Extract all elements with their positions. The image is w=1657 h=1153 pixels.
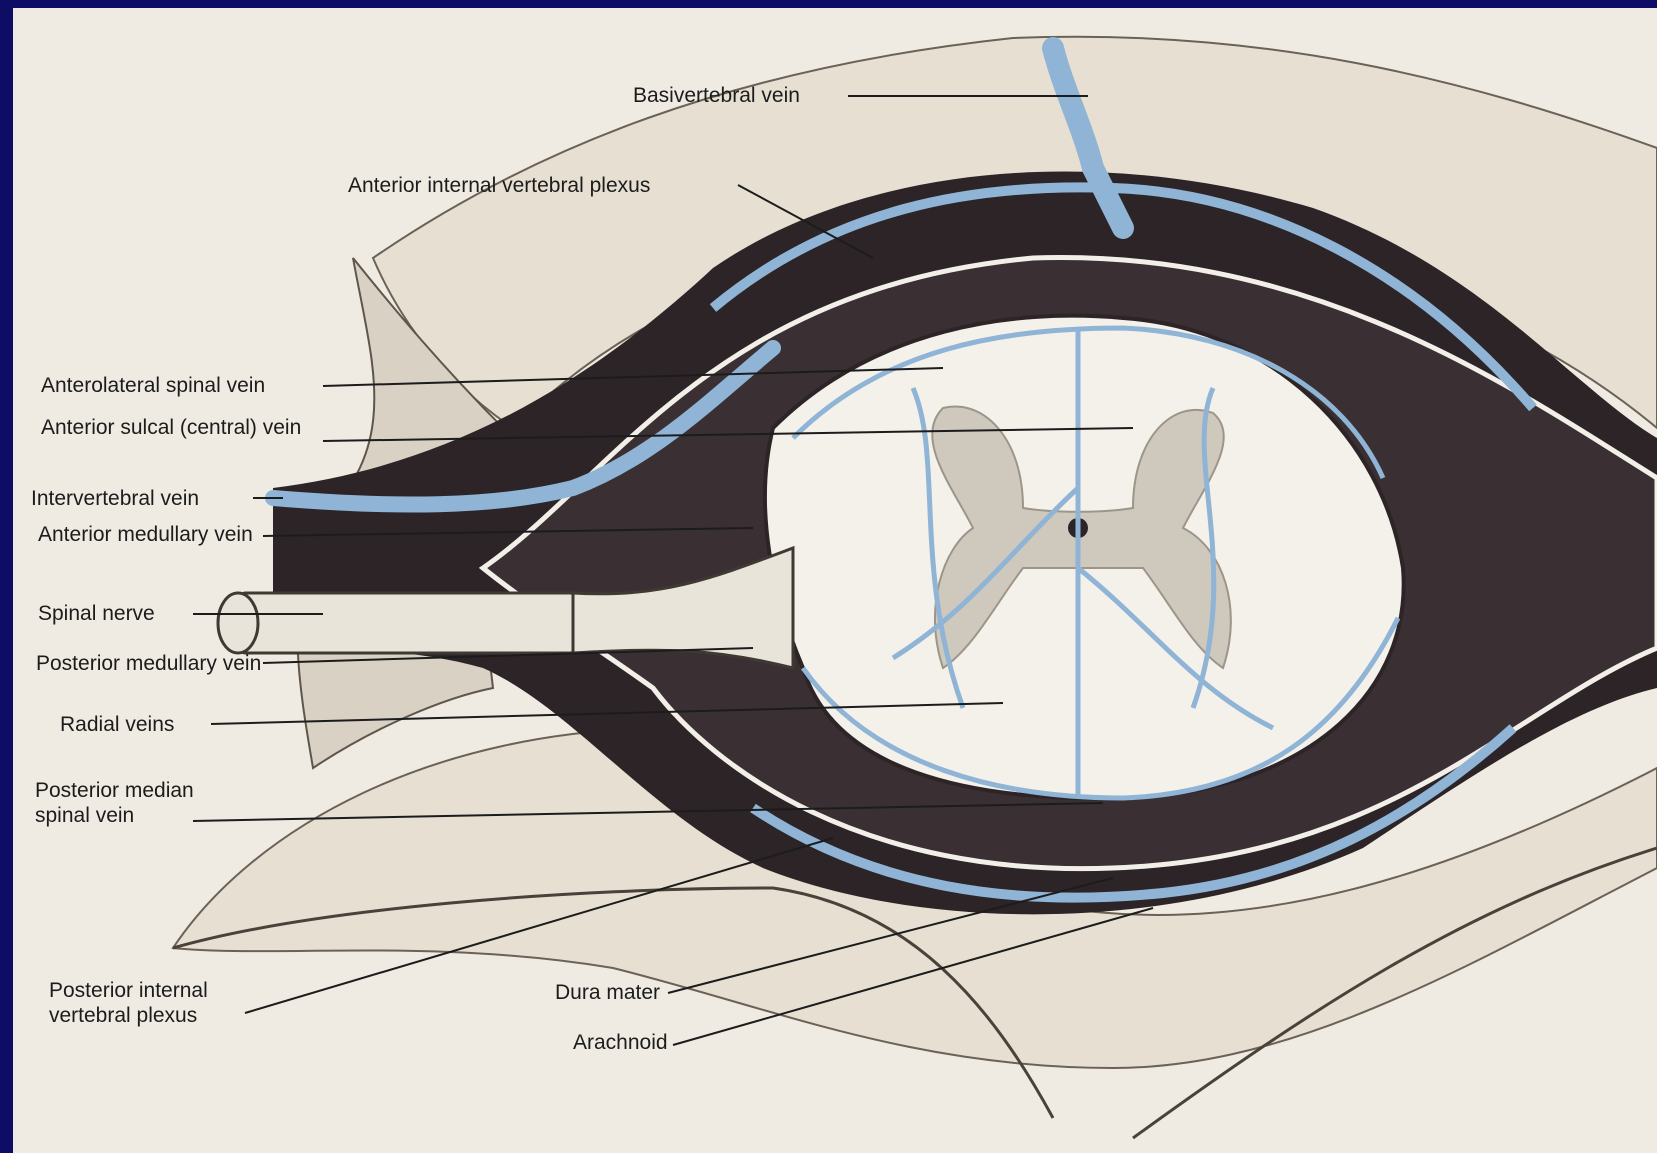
label-intervertebral-vein: Intervertebral vein — [31, 486, 199, 511]
label-radial-veins: Radial veins — [60, 712, 174, 737]
leader-lines — [13, 8, 1657, 1153]
label-posterior-medullary-vein: Posterior medullary vein — [36, 651, 266, 676]
label-anterior-medullary-vein: Anterior medullary vein — [38, 522, 268, 547]
label-dura-mater: Dura mater — [555, 980, 660, 1005]
label-arachnoid: Arachnoid — [573, 1030, 668, 1055]
label-spinal-nerve: Spinal nerve — [38, 601, 155, 626]
label-anterior-internal-vertebral-plexus: Anterior internal vertebral plexus — [348, 173, 650, 198]
label-anterior-sulcal-central-vein: Anterior sulcal (central) vein — [41, 415, 341, 440]
label-posterior-internal-vertebral-plexus: Posterior internal vertebral plexus — [49, 978, 259, 1028]
label-posterior-median-spinal-vein: Posterior median spinal vein — [35, 778, 245, 828]
illustration-panel: Basivertebral vein Anterior internal ver… — [13, 8, 1657, 1153]
label-anterolateral-spinal-vein: Anterolateral spinal vein — [41, 373, 265, 398]
label-basivertebral-vein: Basivertebral vein — [633, 83, 800, 108]
